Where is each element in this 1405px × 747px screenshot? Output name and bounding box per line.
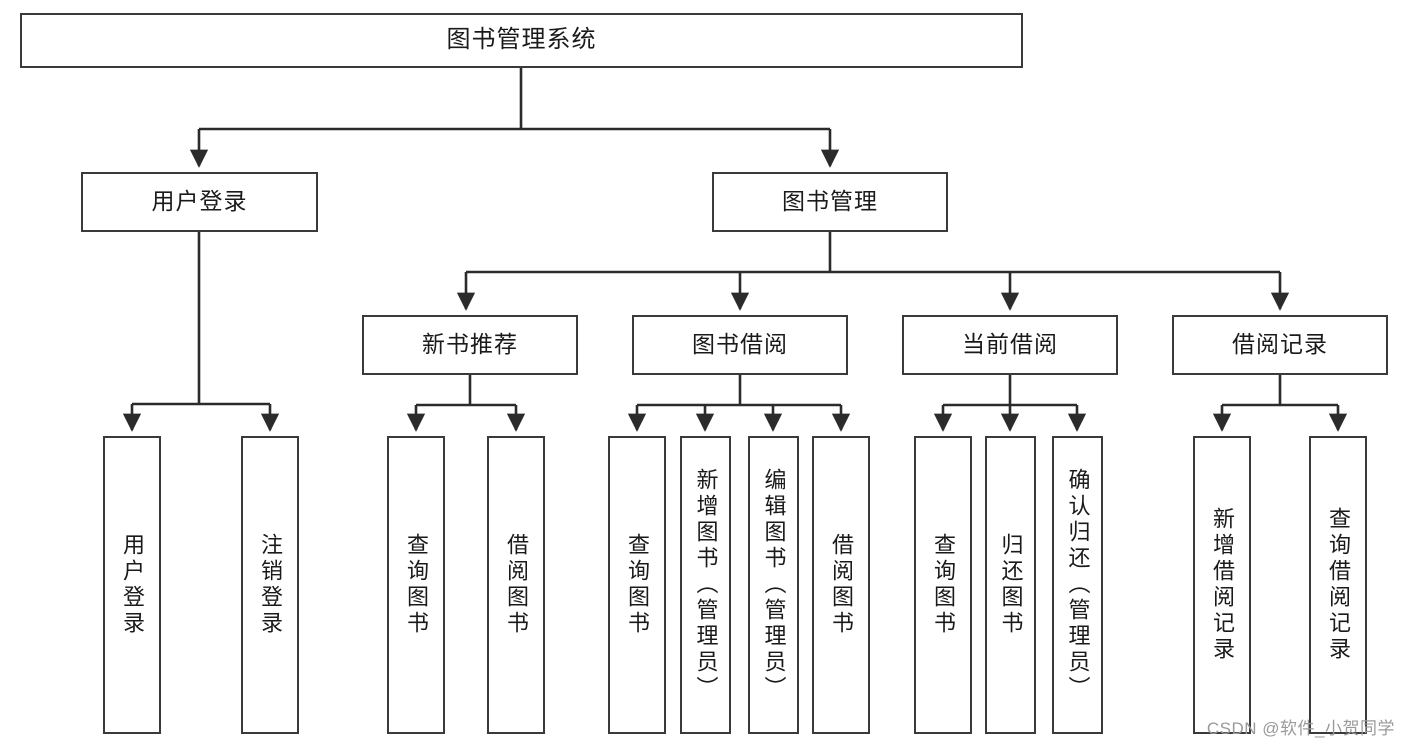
leaf-borrow-record-add[interactable]: 新增借阅记录 (1193, 436, 1251, 734)
node-book-management[interactable]: 图书管理 (712, 172, 948, 232)
leaf-book-borrow-add[interactable]: 新增图书（管理员） (680, 436, 731, 734)
leaf-label: 查询借阅记录 (1326, 507, 1351, 663)
node-borrow-record-label: 借阅记录 (1232, 331, 1328, 358)
leaf-label: 借阅图书 (504, 533, 529, 637)
node-root-label: 图书管理系统 (446, 26, 597, 54)
leaf-label: 借阅图书 (829, 533, 854, 637)
node-current-borrow[interactable]: 当前借阅 (902, 315, 1118, 375)
leaf-borrow-record-query[interactable]: 查询借阅记录 (1309, 436, 1367, 734)
node-new-book-recommend[interactable]: 新书推荐 (362, 315, 578, 375)
leaf-current-borrow-confirm-return[interactable]: 确认归还（管理员） (1052, 436, 1103, 734)
node-book-borrow-label: 图书借阅 (692, 331, 788, 358)
node-book-management-label: 图书管理 (782, 188, 878, 215)
leaf-label: 查询图书 (625, 533, 650, 637)
leaf-new-book-borrow[interactable]: 借阅图书 (487, 436, 545, 734)
node-book-borrow[interactable]: 图书借阅 (632, 315, 848, 375)
leaf-user-login-logout[interactable]: 注销登录 (241, 436, 299, 734)
leaf-new-book-query[interactable]: 查询图书 (387, 436, 445, 734)
leaf-book-borrow-query[interactable]: 查询图书 (608, 436, 666, 734)
node-user-login-label: 用户登录 (151, 188, 248, 215)
leaf-label: 查询图书 (404, 533, 429, 637)
leaf-label: 归还图书 (998, 533, 1024, 637)
node-new-book-recommend-label: 新书推荐 (422, 331, 518, 358)
leaf-current-borrow-return[interactable]: 归还图书 (985, 436, 1036, 734)
leaf-user-login-login[interactable]: 用户登录 (103, 436, 161, 734)
node-root[interactable]: 图书管理系统 (20, 13, 1023, 68)
leaf-label: 注销登录 (258, 533, 283, 637)
leaf-label: 确认归还（管理员） (1065, 468, 1091, 702)
watermark: CSDN @软件_小贺同学 (1206, 719, 1395, 738)
leaf-label: 编辑图书（管理员） (761, 468, 787, 702)
leaf-book-borrow-borrow[interactable]: 借阅图书 (812, 436, 870, 734)
leaf-label: 新增借阅记录 (1210, 507, 1235, 663)
node-borrow-record[interactable]: 借阅记录 (1172, 315, 1388, 375)
leaf-label: 新增图书（管理员） (693, 468, 719, 702)
leaf-current-borrow-query[interactable]: 查询图书 (914, 436, 972, 734)
leaf-label: 查询图书 (931, 533, 956, 637)
node-current-borrow-label: 当前借阅 (962, 331, 1058, 358)
leaf-book-borrow-edit[interactable]: 编辑图书（管理员） (748, 436, 799, 734)
node-user-login[interactable]: 用户登录 (81, 172, 318, 232)
leaf-label: 用户登录 (120, 533, 145, 637)
